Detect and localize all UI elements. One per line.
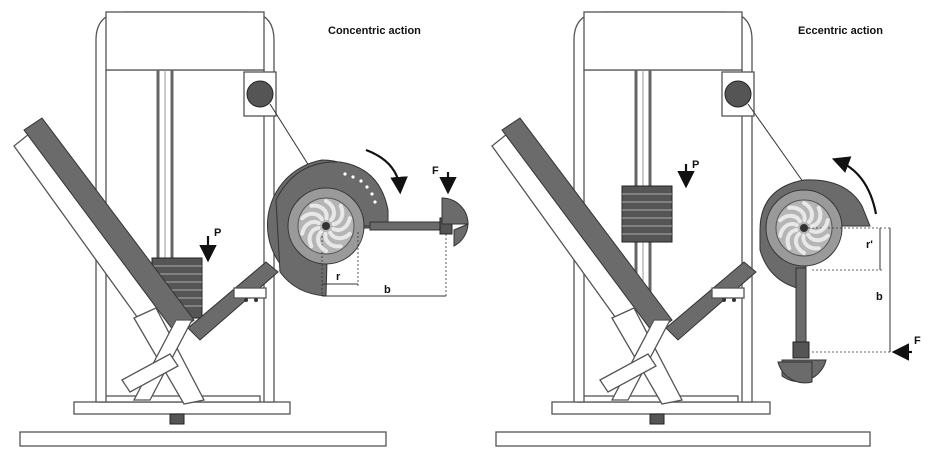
panel-eccentric: P: [491, 11, 921, 447]
wheel-grip-swirl: [802, 201, 814, 224]
label-b: b: [384, 284, 391, 296]
label-f: F: [432, 165, 439, 177]
floor-base: [19, 431, 387, 447]
wheel-grip-swirl: [801, 233, 821, 251]
cable: [747, 103, 807, 187]
wheel-grip-swirl: [778, 213, 802, 224]
wheel-grip-swirl: [300, 219, 321, 236]
label-p: P: [692, 159, 699, 171]
wheel-grip-swirl: [794, 232, 806, 255]
wheel-grip-swirl: [316, 230, 328, 253]
machine-base: [73, 401, 291, 415]
wheel-grip-swirl: [809, 218, 830, 235]
wheel-grip-swirl: [328, 230, 352, 241]
lever-pin: [792, 341, 810, 359]
wheel-grip-pattern: [778, 201, 830, 255]
label-r: r': [866, 239, 873, 251]
weight-stack: [621, 185, 673, 243]
cam-holes: [806, 248, 844, 278]
label-b: b: [876, 291, 883, 303]
seat-pad: [187, 261, 279, 341]
seat-supports: [599, 287, 745, 405]
backrest: [491, 117, 673, 347]
wheel-grip-swirl: [324, 199, 336, 222]
machine-base: [551, 401, 771, 415]
panel-title-concentric: Concentric action: [328, 25, 421, 37]
base-foot: [169, 413, 185, 425]
label-p: P: [214, 227, 221, 239]
wheel-grip-swirl: [331, 216, 352, 233]
base-foot: [649, 413, 665, 425]
top-pulley: [246, 80, 274, 108]
cam-holes: [343, 172, 377, 204]
cam-disc: [266, 159, 389, 297]
wheel-grip-swirl: [787, 205, 807, 223]
wheel-grip-swirl: [307, 225, 321, 249]
wheel-grip-pattern: [300, 199, 352, 253]
lever-arm: [795, 267, 807, 345]
rotation-arrow: [365, 148, 408, 195]
roller-pad: [441, 197, 469, 225]
wheel-grip-swirl: [778, 221, 799, 238]
frame-top: [583, 11, 743, 71]
panel-title-eccentric: Eccentric action: [798, 25, 883, 37]
wheel-grip-swirl: [309, 203, 329, 221]
floor-base: [495, 431, 871, 447]
wheel-grip-swirl: [785, 227, 799, 251]
seat-supports: [121, 287, 267, 405]
wheel-grip-swirl: [806, 232, 830, 243]
panel-concentric: P F r b Concentric action: [13, 11, 469, 447]
top-pulley: [724, 80, 752, 108]
label-f: F: [914, 335, 921, 347]
lever-arm: [369, 221, 443, 231]
rotation-arrow: [831, 156, 878, 215]
wheel-grip-swirl: [331, 203, 345, 227]
wheel-grip-swirl: [809, 205, 823, 229]
wheel-grip-swirl: [300, 211, 324, 222]
frame-top: [105, 11, 265, 71]
seat-pad: [665, 261, 757, 341]
wheel-grip-swirl: [323, 231, 343, 249]
label-r: r: [336, 271, 341, 283]
